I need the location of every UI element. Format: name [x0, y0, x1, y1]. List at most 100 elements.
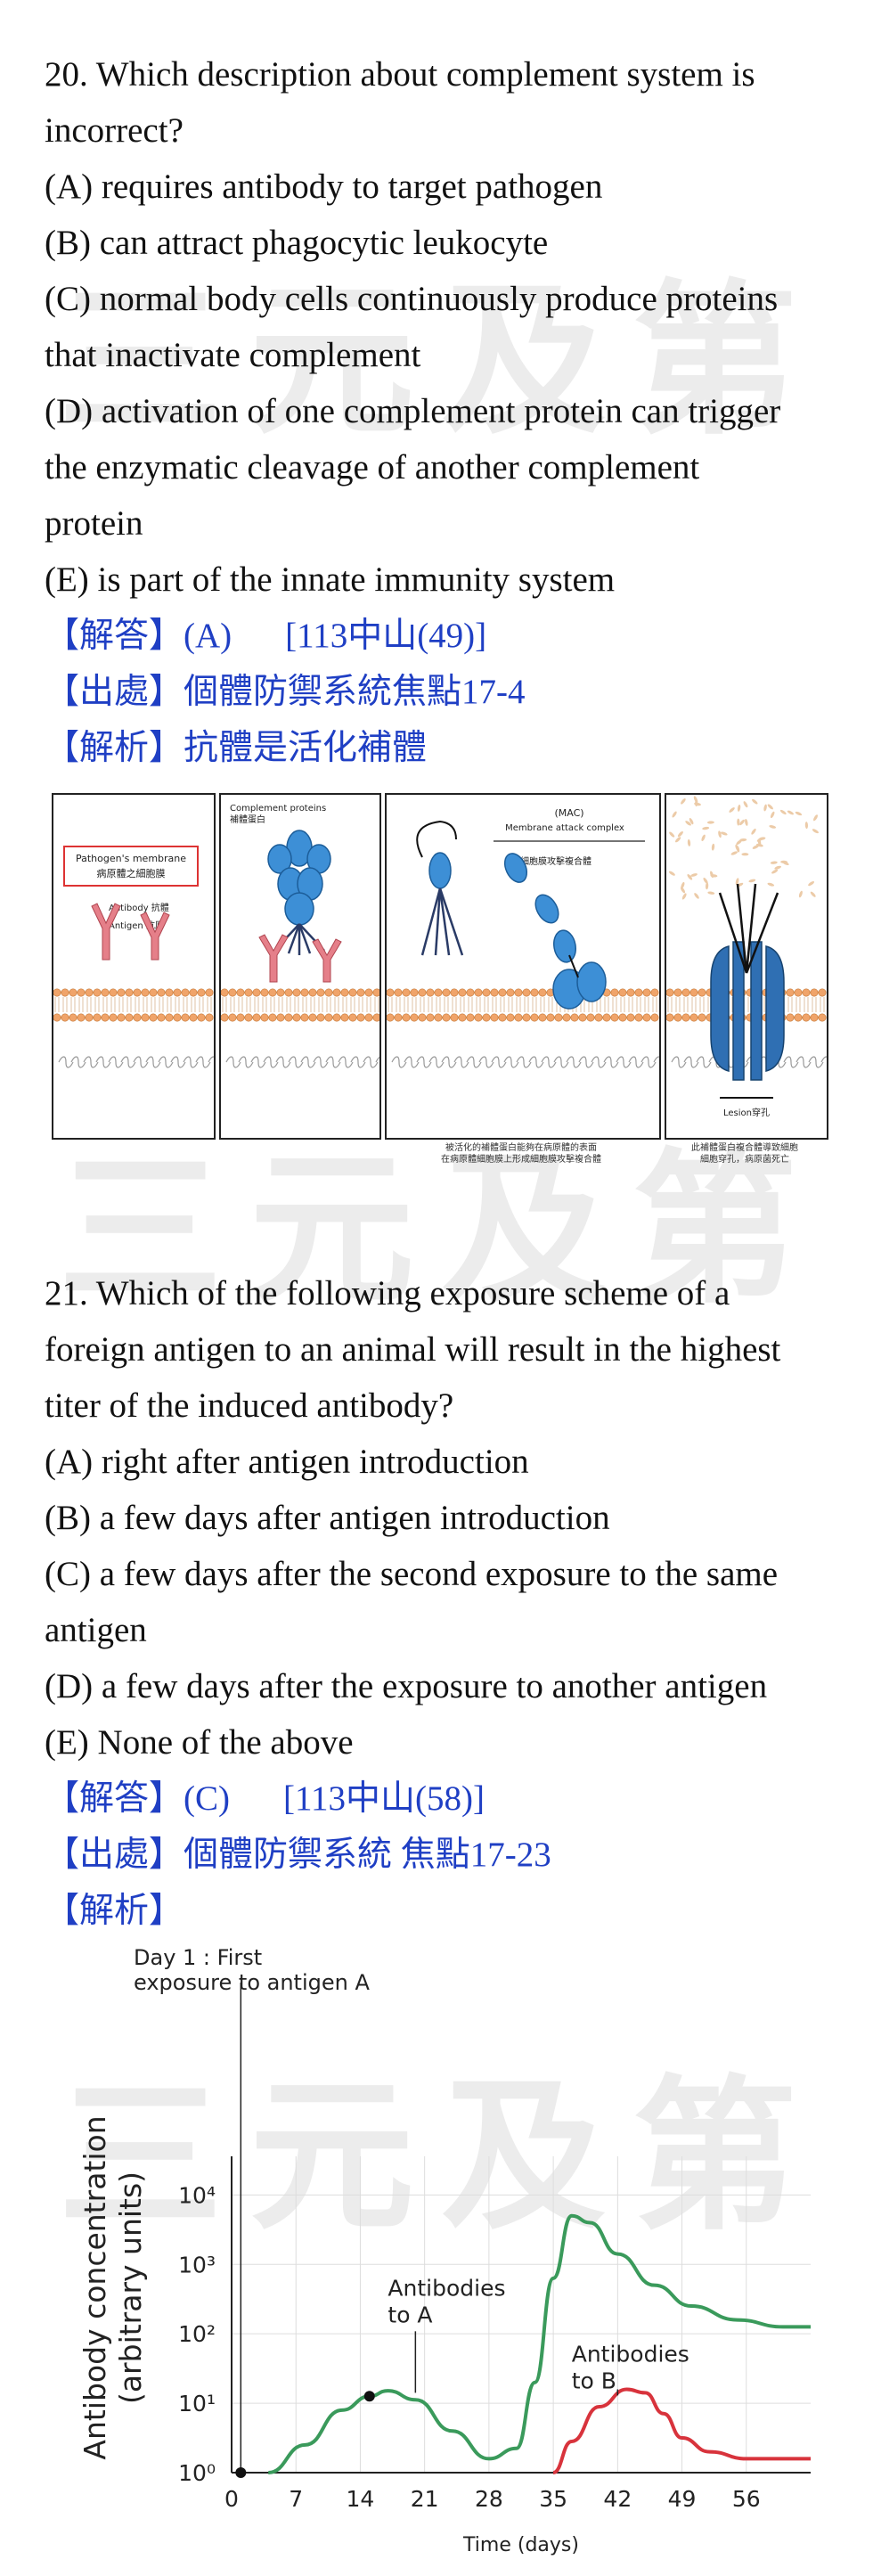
answer-label: 【解答】: [45, 1779, 184, 1818]
q20-source: 【出處】個體防禦系統焦點17-4: [45, 664, 846, 720]
q20-option-b: (B) can attract phagocytic leukocyte: [45, 224, 549, 262]
mac-illustration: (MAC) Membrane attack complex 細胞膜攻擊複合體: [387, 807, 659, 1068]
complement-proteins-label: Complement proteins: [230, 804, 326, 814]
data-point-peak-a: [363, 2391, 375, 2402]
membrane-bilayer: [387, 988, 659, 1068]
q20-option-a: (A) requires antibody to target pathogen: [45, 168, 603, 206]
complement-proteins-label-zh: 補體蛋白: [230, 814, 265, 825]
antibody-label: Antibody 抗體: [109, 902, 169, 913]
caption-line: 此補體蛋白複合體導致細胞: [691, 1143, 798, 1153]
q21-source: 【出處】個體防禦系統 焦點17-23: [45, 1827, 846, 1883]
q21-answer: 【解答】(C) [113中山(58)]: [45, 1770, 846, 1827]
q20-line: incorrect?: [45, 111, 184, 150]
answer-label: 【解答】: [45, 617, 184, 655]
question-20: 20. Which description about complement s…: [45, 46, 846, 776]
figure-panel-mac: (MAC) Membrane attack complex 細胞膜攻擊複合體: [385, 793, 661, 1140]
y-tick-label: 10²: [178, 2321, 216, 2347]
membrane-bilayer: [53, 988, 214, 1068]
day1-annotation: exposure to antigen A: [134, 1970, 370, 1995]
q21-option-c: (C) a few days after the second exposure…: [45, 1555, 779, 1593]
series-line-antibodies-b: [552, 2387, 811, 2474]
x-tick-label: 56: [732, 2486, 761, 2512]
q21-analysis: 【解析】: [45, 1883, 846, 1939]
q21-line: foreign antigen to an animal will result…: [45, 1330, 781, 1369]
figure-panel-pathogen: Pathogen's membrane 病原體之細胞膜 Antibody 抗體 …: [52, 793, 216, 1140]
answer-ref: [113中山(49)]: [285, 617, 487, 655]
antigen-label: Antigen 抗原: [109, 920, 164, 931]
membrane-bilayer: [666, 988, 827, 1068]
figure-panel-lesion: Lesion穿孔: [665, 793, 828, 1140]
lesion-illustration: Lesion穿孔: [666, 796, 827, 1118]
y-tick-label: 10⁴: [178, 2182, 216, 2208]
annotation-antibodies-a: Antibodies: [388, 2275, 505, 2301]
figure-caption-mac: 被活化的補體蛋白能夠在病原體的表面 在病原體細胞膜上形成細胞膜攻擊複合體: [385, 1142, 657, 1165]
q20-option-d: (D) activation of one complement protein…: [45, 392, 781, 430]
caption-line: 在病原體細胞膜上形成細胞膜攻擊複合體: [441, 1155, 601, 1165]
pathogen-membrane-label-zh: 病原體之細胞膜: [97, 867, 166, 879]
y-tick-label: 10⁰: [178, 2460, 216, 2486]
series-line-antibodies-a: [267, 2213, 811, 2474]
q21-option-e: (E) None of the above: [45, 1723, 354, 1762]
source-label: 【出處】: [45, 673, 184, 711]
x-tick-label: 35: [539, 2486, 567, 2512]
x-tick-label: 0: [224, 2486, 239, 2512]
membrane-bilayer: [221, 988, 379, 1068]
answer-ref: [113中山(58)]: [283, 1779, 485, 1818]
lesion-label: Lesion穿孔: [723, 1107, 770, 1118]
q21-line: 21. Which of the following exposure sche…: [45, 1274, 730, 1313]
q21-line: antigen: [45, 1611, 147, 1649]
x-tick-label: 42: [603, 2486, 632, 2512]
x-tick-label: 21: [411, 2486, 439, 2512]
q21-option-d: (D) a few days after the exposure to ano…: [45, 1667, 768, 1705]
annotation-antibodies-b: Antibodies: [572, 2341, 689, 2367]
x-tick-label: 49: [668, 2486, 697, 2512]
x-axis-label: Time (days): [462, 2534, 579, 2556]
y-axis-label: (arbitrary units): [113, 2171, 148, 2404]
membrane-illustration: Pathogen's membrane 病原體之細胞膜 Antibody 抗體 …: [53, 846, 214, 1068]
q20-line: 20. Which description about complement s…: [45, 55, 755, 94]
q20-line: the enzymatic cleavage of another comple…: [45, 448, 700, 487]
complement-illustration: Complement proteins 補體蛋白: [221, 804, 379, 1068]
x-tick-label: 28: [475, 2486, 503, 2512]
q21-option-a: (A) right after antigen introduction: [45, 1443, 529, 1481]
annotation-antibodies-b: to B: [572, 2367, 616, 2393]
y-tick-label: 10³: [178, 2252, 216, 2278]
watermark: 三元及第: [58, 1133, 824, 1326]
watermark: 三元及第: [58, 265, 824, 457]
q20-line: that inactivate complement: [45, 336, 421, 374]
y-axis-label: Antibody concentration: [78, 2115, 112, 2459]
watermark: 三元及第: [58, 2060, 824, 2253]
figure-panel-complement: Complement proteins 補體蛋白: [219, 793, 381, 1140]
source-value: 個體防禦系統 焦點17-23: [184, 1836, 551, 1874]
figure-caption-lesion: 此補體蛋白複合體導致細胞 細胞穿孔，病原菌死亡: [665, 1142, 825, 1165]
caption-line: 被活化的補體蛋白能夠在病原體的表面: [445, 1143, 597, 1153]
q20-analysis: 【解析】抗體是活化補體: [45, 720, 846, 776]
source-value: 個體防禦系統焦點17-4: [184, 673, 526, 711]
q21-option-b: (B) a few days after antigen introductio…: [45, 1499, 610, 1537]
mac-full-label: Membrane attack complex: [505, 823, 624, 833]
q20-option-c: (C) normal body cells continuously produ…: [45, 280, 779, 318]
caption-line: 細胞穿孔，病原菌死亡: [700, 1155, 789, 1165]
pathogen-membrane-label: Pathogen's membrane: [76, 853, 186, 864]
day1-annotation: Day 1 : First: [134, 1945, 262, 1970]
analysis-label: 【解析】: [45, 729, 184, 767]
analysis-value: 抗體是活化補體: [184, 729, 428, 767]
mac-label: (MAC): [554, 807, 583, 819]
answer-value: (C): [184, 1779, 231, 1818]
x-tick-label: 7: [289, 2486, 303, 2512]
complement-figure: Pathogen's membrane 病原體之細胞膜 Antibody 抗體 …: [52, 793, 828, 1185]
answer-value: (A): [184, 617, 233, 655]
q21-line: titer of the induced antibody?: [45, 1386, 454, 1425]
q20-line: protein: [45, 504, 143, 543]
mac-label-zh: 細胞膜攻擊複合體: [520, 855, 592, 867]
analysis-label: 【解析】: [45, 1892, 184, 1930]
source-label: 【出處】: [45, 1836, 184, 1874]
question-21: 21. Which of the following exposure sche…: [45, 1265, 846, 1939]
annotation-antibodies-a: to A: [388, 2302, 432, 2327]
y-tick-label: 10¹: [178, 2391, 216, 2417]
data-point-start: [235, 2467, 247, 2478]
q20-option-e: (E) is part of the innate immunity syste…: [45, 560, 616, 599]
x-tick-label: 14: [347, 2486, 375, 2512]
